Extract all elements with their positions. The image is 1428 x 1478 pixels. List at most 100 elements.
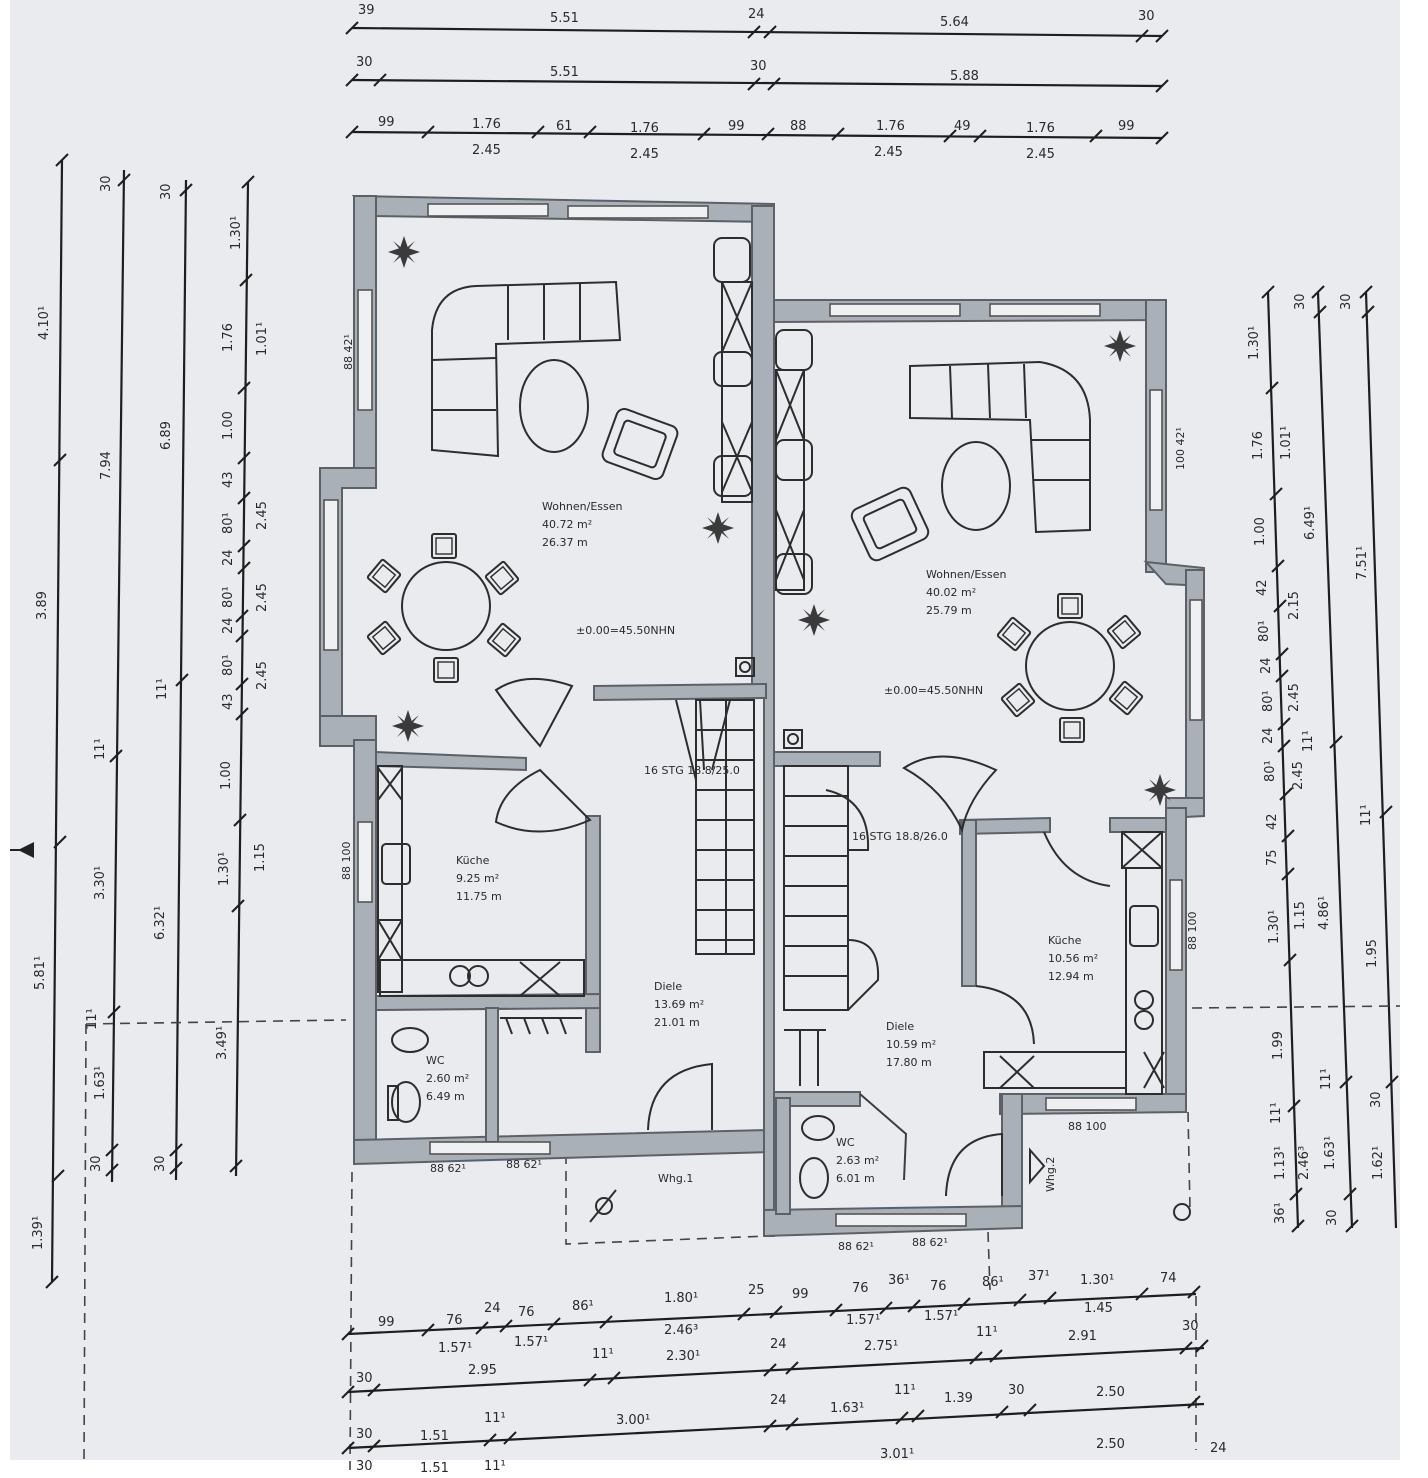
dim-label: 1.39 [944,1391,973,1406]
room-name: Diele [654,980,682,993]
dim-label: 1.76 [472,117,501,132]
interior-walls [375,682,1167,1215]
room-perimeter: 11.75 m [456,890,502,903]
dim-label: 1.13¹ [1273,1146,1288,1180]
dim-label: 11¹ [93,738,108,760]
room-area: 40.72 m² [542,518,592,531]
dim-label: 4.10¹ [37,306,52,340]
dim-label: 2.45 [255,583,270,612]
dim-label: 30 [1008,1383,1025,1398]
dim-label: 25 [748,1283,765,1298]
room-area: 2.60 m² [426,1072,469,1085]
bottom-dimension-chain-4: 30 1.51 11¹ 3.01¹ 24 2.50 [356,1437,1227,1476]
dim-label: 1.57¹ [846,1313,880,1328]
right-sofa [909,360,1091,534]
dim-label: 24 [1261,727,1276,744]
dim-label: 3.00¹ [616,1413,650,1428]
stair-label: 16 STG 18.8/26.0 [852,830,948,843]
room-name: Diele [886,1020,914,1033]
right-doors [902,755,1111,1197]
room-perimeter: 6.49 m [426,1090,465,1103]
dim-label: 4.86¹ [1317,896,1332,930]
dim-label: 1.01¹ [1279,426,1294,460]
dim-label: 99 [792,1287,809,1302]
left-dimension-column-2: 30 7.94 11¹ 3.30¹ 11¹ 1.63¹ 30 [85,169,131,1183]
dim-label: 74 [1160,1271,1177,1286]
window-label: 88 62¹ [912,1236,948,1249]
unit-label: Whg.2 [1044,1157,1057,1192]
dim-label: 1.76 [1251,431,1266,460]
dim-label: 24 [1210,1441,1227,1456]
dim-label: 11¹ [976,1325,998,1340]
dim-label: 1.57¹ [514,1335,548,1350]
window-label: 88 100 [1186,912,1199,951]
left-dimension-column-4: 1.30¹ 1.76 1.01¹ 1.00 43 80¹ 24 80¹ 24 8… [215,175,270,1177]
dim-label: 2.50 [1096,1437,1125,1452]
room-perimeter: 25.79 m [926,604,972,617]
dim-label: 30 [89,1155,104,1172]
dim-label: 1.30¹ [1267,910,1282,944]
bottom-dimension-chain-3: 30 1.51 11¹ 3.00¹ 24 1.63¹ 11¹ 1.39 30 2… [341,1383,1205,1455]
dim-label: 24 [1259,657,1274,674]
dim-label: 1.00 [219,761,234,790]
dim-label: 2.45 [874,145,903,160]
room-area: 2.63 m² [836,1154,879,1167]
dim-label: 42 [1265,813,1280,830]
dim-label: 1.76 [630,121,659,136]
right-dining-set [996,593,1144,743]
dim-label: 7.51¹ [1355,546,1370,580]
dim-label: 30 [1293,293,1308,310]
room-name: Wohnen/Essen [926,568,1007,581]
dim-label: 61 [556,119,573,134]
right-dimension-column-3: 30 7.51¹ 11¹ 1.95 30 1.62¹ [1339,285,1399,1229]
window-label: 88 100 [340,842,353,881]
top-dimension-chain-2: 30 5.51 30 5.88 [345,55,1169,93]
dim-label: 1.15 [253,843,268,872]
dim-label: 11¹ [484,1459,506,1474]
dim-label: 1.63¹ [830,1401,864,1416]
right-wc-fittings [799,1115,835,1199]
left-dining-set [366,533,522,683]
dim-label: 6.89 [159,421,174,450]
dim-label: 1.76 [221,323,236,352]
dim-label: 30 [356,1427,373,1442]
room-perimeter: 6.01 m [836,1172,875,1185]
dim-label: 30 [153,1155,168,1172]
room-area: 40.02 m² [926,586,976,599]
left-dimension-column-3: 30 6.89 11¹ 6.32¹ 30 [153,179,193,1181]
entrance-markers [589,1147,1191,1223]
dim-label: 5.88 [950,69,979,84]
left-coffee-table [519,359,589,453]
room-area: 10.59 m² [886,1038,936,1051]
room-area: 9.25 m² [456,872,499,885]
dim-label: 24 [770,1337,787,1352]
dim-label: 5.51 [550,65,579,80]
dim-label: 1.01¹ [255,322,270,356]
dim-label: 86¹ [572,1299,594,1314]
dim-label: 36¹ [1273,1202,1288,1224]
room-perimeter: 12.94 m [1048,970,1094,983]
dim-label: 1.30¹ [217,852,232,886]
dim-label: 99 [378,115,395,130]
room-area: 13.69 m² [654,998,704,1011]
dim-label: 88 [790,119,807,134]
dim-label: 80¹ [221,586,236,608]
room-name: Wohnen/Essen [542,500,623,513]
window-label: 88 42¹ [342,334,355,370]
left-armchair [601,407,679,481]
room-name: WC [426,1054,445,1067]
reference-lines [83,1005,1401,1471]
room-perimeter: 17.80 m [886,1056,932,1069]
dim-label: 6.49¹ [1303,506,1318,540]
right-kitchen-fittings [983,831,1165,1095]
dim-label: 2.45 [630,147,659,162]
dim-label: 80¹ [1261,690,1276,712]
dim-label: 2.45 [255,501,270,530]
dim-label: 1.76 [1026,121,1055,136]
left-dimension-column-1: 4.10¹ 3.89 5.81¹ 1.39¹ [10,153,69,1289]
dim-label: 1.00 [221,411,236,440]
dim-label: 36¹ [888,1273,910,1288]
dim-label: 24 [770,1393,787,1408]
right-stairs [783,765,880,1086]
